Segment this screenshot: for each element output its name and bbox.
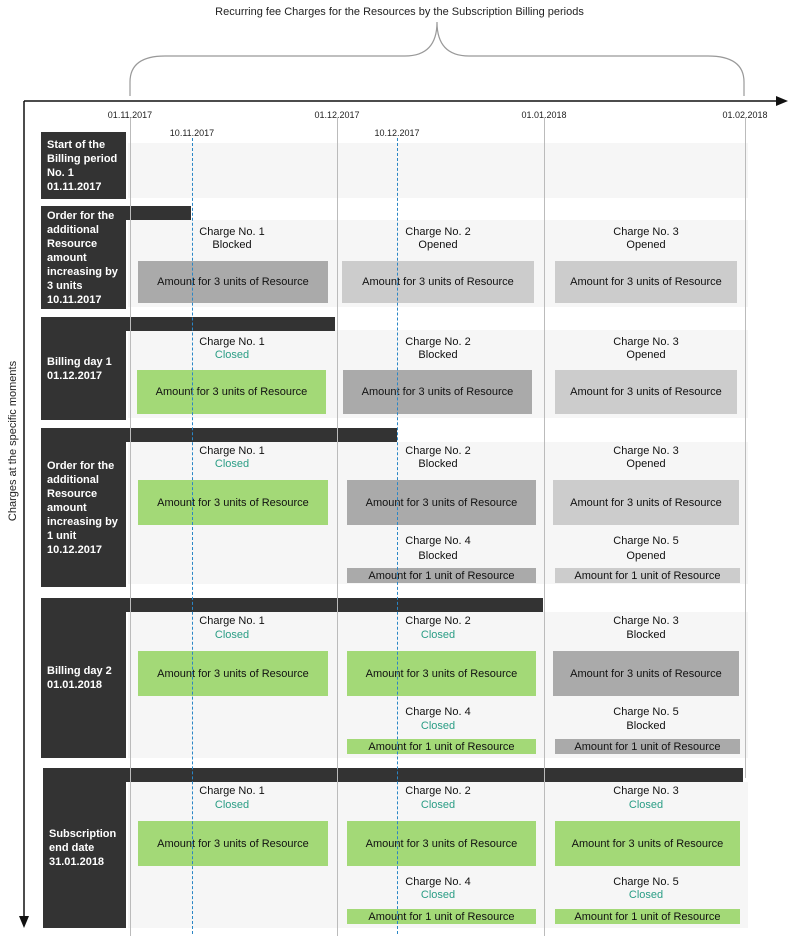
charge-status: Blocked [626,629,666,641]
timeline-date-10-11-2017: 10.11.2017 [169,128,215,138]
timeline-gridline [337,118,338,936]
charge-amount-box: Amount for 3 units of Resource [138,651,328,696]
charge-status: Blocked [212,239,252,251]
charge-amount-box: Amount for 3 units of Resource [347,651,536,696]
section-background [128,143,748,198]
charge-amount-box: Amount for 3 units of Resource [555,370,737,414]
charge-amount-box: Amount for 1 unit of Resource [347,568,536,583]
charge-title: Charge No. 5 [613,535,679,547]
charge-title: Charge No. 3 [613,785,679,797]
charge-status: Closed [420,720,456,732]
timeline-progress-bar [41,598,543,612]
charge-title: Charge No. 3 [613,226,679,238]
charge-status: Closed [214,458,250,470]
timeline-gridline [745,118,746,778]
charge-status: Opened [626,550,666,562]
charge-amount-box: Amount for 1 unit of Resource [555,739,740,754]
charge-status: Closed [214,799,250,811]
charge-title: Charge No. 2 [405,336,471,348]
charge-status: Opened [418,239,458,251]
charge-title: Charge No. 3 [613,615,679,627]
period-brace [129,21,745,96]
timeline-gridline [544,118,545,936]
charge-amount-box: Amount for 3 units of Resource [553,651,739,696]
charge-amount-box: Amount for 3 units of Resource [138,480,328,525]
charge-status: Closed [214,629,250,641]
charge-title: Charge No. 3 [613,445,679,457]
charge-title: Charge No. 1 [199,226,265,238]
charge-amount-box: Amount for 1 unit of Resource [347,909,536,924]
charge-title: Charge No. 4 [405,706,471,718]
timeline-progress-bar [43,768,743,782]
charge-amount-box: Amount for 3 units of Resource [138,821,328,866]
charge-title: Charge No. 2 [405,226,471,238]
charge-amount-box: Amount for 3 units of Resource [553,480,739,525]
charge-title: Charge No. 2 [405,615,471,627]
charge-amount-box: Amount for 3 units of Resource [555,261,737,303]
charge-status: Blocked [418,550,458,562]
charge-status: Closed [420,889,456,901]
timeline-date-01-02-2018: 01.02.2018 [722,110,768,120]
charge-status: Blocked [626,720,666,732]
timeline-date-01-11-2017: 01.11.2017 [107,110,153,120]
charge-status: Closed [214,349,250,361]
timeline-date-10-12-2017: 10.12.2017 [374,128,420,138]
order-date-dashed-line [397,138,398,934]
timeline-date-01-12-2017: 01.12.2017 [314,110,360,120]
charge-status: Opened [626,458,666,470]
charge-title: Charge No. 5 [613,706,679,718]
charge-status: Blocked [418,349,458,361]
charge-amount-box: Amount for 1 unit of Resource [555,568,740,583]
charge-amount-box: Amount for 3 units of Resource [137,370,326,414]
charge-amount-box: Amount for 3 units of Resource [342,261,534,303]
charge-amount-box: Amount for 3 units of Resource [347,480,536,525]
charge-title: Charge No. 4 [405,876,471,888]
charge-title: Charge No. 5 [613,876,679,888]
charge-amount-box: Amount for 3 units of Resource [347,821,536,866]
charge-title: Charge No. 1 [199,615,265,627]
charge-status: Closed [628,889,664,901]
charge-amount-box: Amount for 3 units of Resource [138,261,328,303]
charge-title: Charge No. 1 [199,785,265,797]
charge-status: Closed [420,799,456,811]
charge-status: Closed [628,799,664,811]
order-date-dashed-line [192,138,193,934]
charge-status: Blocked [418,458,458,470]
timeline-date-01-01-2018: 01.01.2018 [521,110,567,120]
charge-amount-box: Amount for 1 unit of Resource [347,739,536,754]
charge-title: Charge No. 1 [199,336,265,348]
timeline-gridline [130,118,131,936]
charge-amount-box: Amount for 3 units of Resource [555,821,740,866]
charge-status: Opened [626,349,666,361]
charge-title: Charge No. 3 [613,336,679,348]
charge-amount-box: Amount for 1 unit of Resource [555,909,740,924]
charge-amount-box: Amount for 3 units of Resource [343,370,532,414]
charge-status: Opened [626,239,666,251]
charge-title: Charge No. 2 [405,785,471,797]
charge-status: Closed [420,629,456,641]
charge-title: Charge No. 1 [199,445,265,457]
charge-title: Charge No. 4 [405,535,471,547]
y-axis-label: Charges at the specific moments [7,360,19,522]
charge-title: Charge No. 2 [405,445,471,457]
diagram-title: Recurring fee Charges for the Resources … [215,6,584,18]
